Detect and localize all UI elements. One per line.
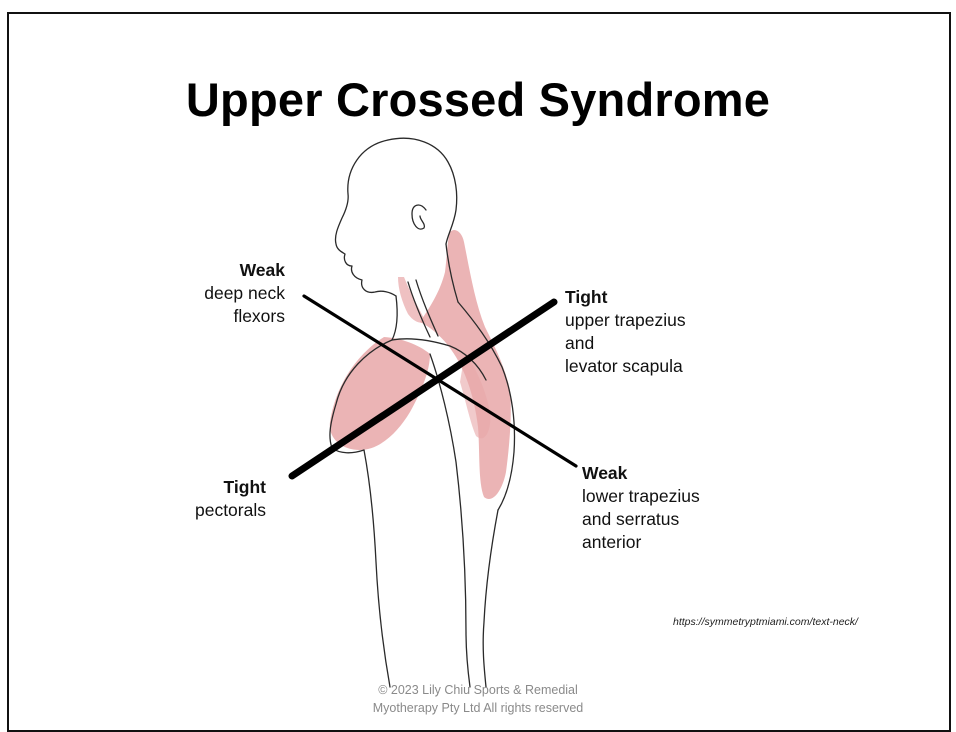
label-line: anterior — [582, 531, 700, 554]
upper-body-illustration — [280, 132, 640, 692]
label-weak-lower-trapezius: Weak lower trapezius and serratus anteri… — [582, 462, 700, 554]
ear-outline — [412, 205, 426, 229]
label-heading: Tight — [195, 476, 266, 499]
torso-front-outline — [364, 450, 390, 687]
copyright-notice: © 2023 Lily Chiu Sports & Remedial Myoth… — [0, 681, 956, 717]
head-outline — [335, 140, 396, 296]
copyright-line: © 2023 Lily Chiu Sports & Remedial — [0, 681, 956, 699]
arm-front-outline — [430, 354, 470, 687]
label-line: pectorals — [195, 499, 266, 522]
arm-back-outline — [483, 510, 498, 687]
label-line: and serratus — [582, 508, 700, 531]
slide-title: Upper Crossed Syndrome — [0, 72, 956, 127]
copyright-line: Myotherapy Pty Ltd All rights reserved — [0, 699, 956, 717]
label-line: deep neck — [204, 282, 285, 305]
label-line: flexors — [204, 305, 285, 328]
label-line: upper trapezius — [565, 309, 686, 332]
label-tight-upper-trapezius: Tight upper trapezius and levator scapul… — [565, 286, 686, 378]
levator-scapula-muscle — [398, 277, 426, 323]
label-heading: Tight — [565, 286, 686, 309]
source-url: https://symmetryptmiami.com/text-neck/ — [673, 616, 858, 628]
label-line: levator scapula — [565, 355, 686, 378]
label-tight-pectorals: Tight pectorals — [195, 476, 266, 522]
neck-front-outline — [392, 296, 397, 340]
label-heading: Weak — [582, 462, 700, 485]
label-line: lower trapezius — [582, 485, 700, 508]
label-weak-neck-flexors: Weak deep neck flexors — [204, 259, 285, 328]
label-line: and — [565, 332, 686, 355]
label-heading: Weak — [204, 259, 285, 282]
